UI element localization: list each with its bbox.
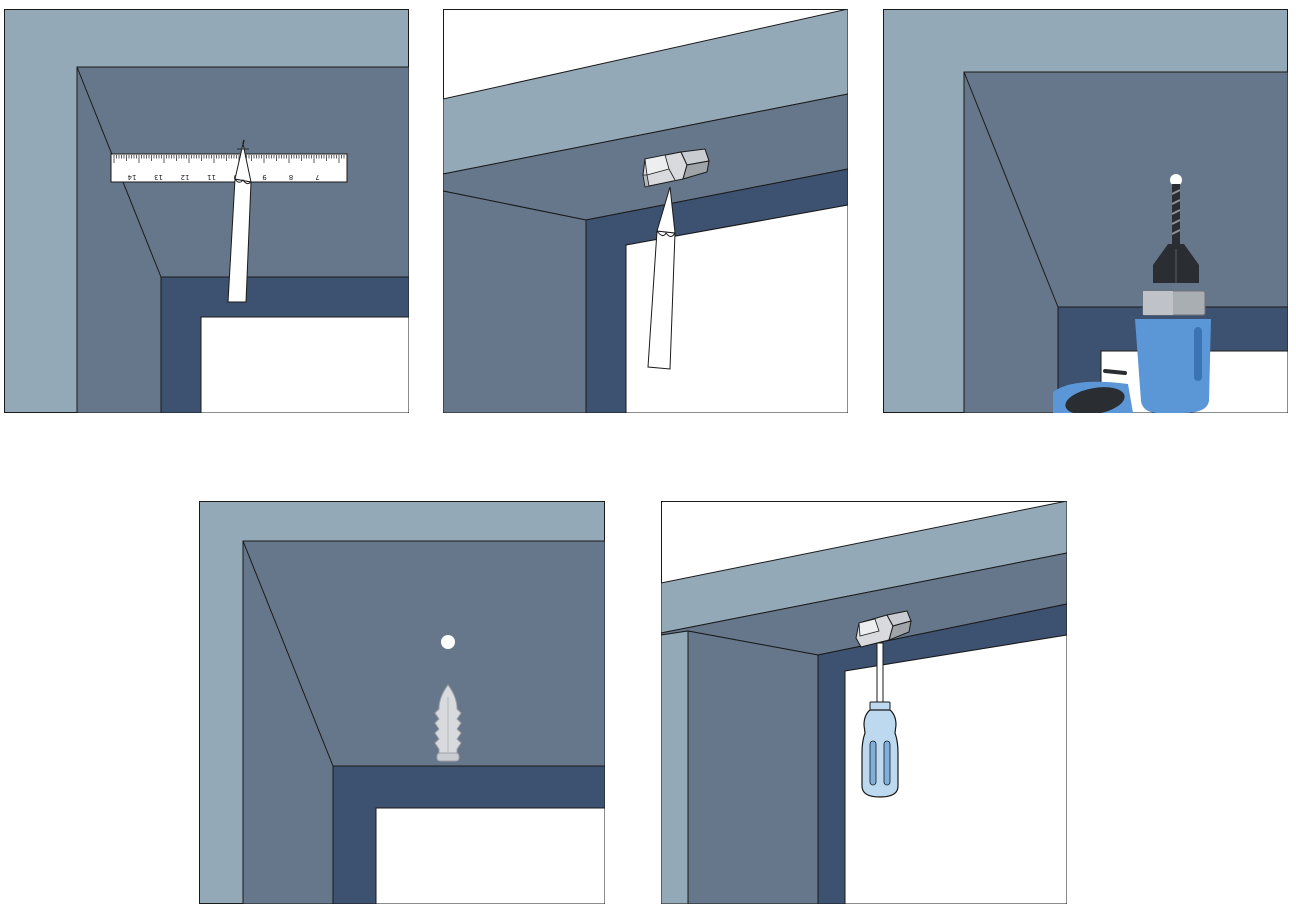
ruler-number: 8	[289, 173, 293, 181]
drilled-hole	[441, 635, 455, 649]
step-4-panel	[199, 501, 605, 904]
step-5-panel	[661, 501, 1067, 904]
step-2-panel	[443, 9, 848, 413]
ruler-number: 12	[181, 173, 190, 181]
ruler-number: 13	[154, 173, 163, 181]
ruler-number: 7	[315, 173, 319, 181]
ruler-number: 14	[127, 173, 136, 181]
ruler-icon: 1413121110987	[111, 154, 347, 182]
step-1-panel: 1413121110987	[4, 9, 409, 413]
ruler-number: 9	[262, 173, 266, 181]
ruler-number: 11	[207, 173, 216, 181]
step-3-panel	[883, 9, 1288, 413]
